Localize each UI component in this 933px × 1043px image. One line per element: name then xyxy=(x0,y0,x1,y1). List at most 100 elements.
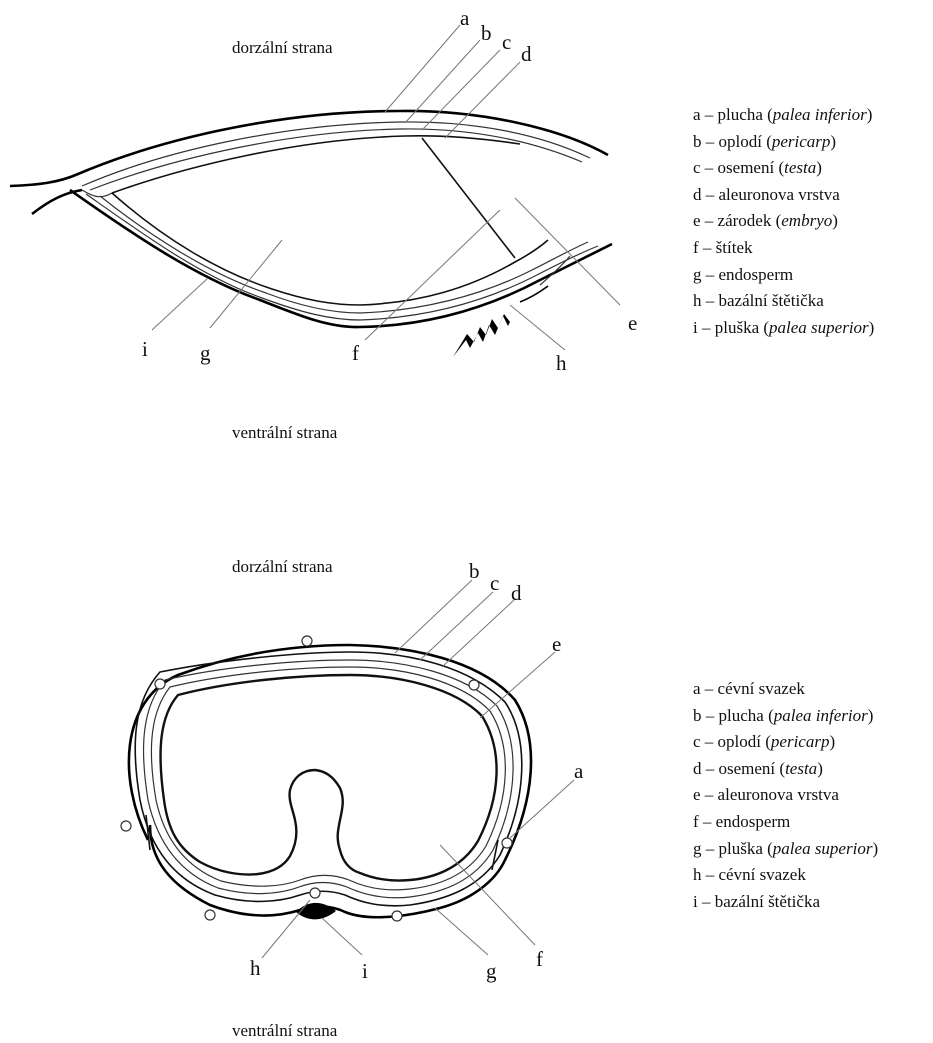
legend-item: i – bazální štětička xyxy=(693,889,878,916)
vascular-bundle-icon xyxy=(121,821,131,831)
legend-letter: g xyxy=(693,265,702,284)
bottom-ventral-label: ventrální strana xyxy=(232,1021,338,1040)
longitudinal-section xyxy=(10,111,612,357)
legend-close-paren: ) xyxy=(867,105,873,124)
legend-letter: d xyxy=(693,185,702,204)
bottom-label-e: e xyxy=(552,632,561,656)
legend-item: e – aleuronova vrstva xyxy=(693,782,878,809)
legend-separator: – xyxy=(698,318,715,337)
vascular-bundle-icon xyxy=(502,838,512,848)
legend-separator: – xyxy=(702,706,719,725)
vascular-bundle-icon xyxy=(155,679,165,689)
legend-item: b – oplodí (pericarp) xyxy=(693,129,874,156)
legend-latin-name: pericarp xyxy=(772,132,831,151)
legend-latin-name: embryo xyxy=(781,211,832,230)
legend-text: plucha ( xyxy=(719,706,774,725)
bottom-dorsal-label: dorzální strana xyxy=(232,557,333,576)
top-legend: a – plucha (palea inferior)b – oplodí (p… xyxy=(693,102,874,341)
legend-letter: c xyxy=(693,732,701,751)
legend-latin-name: pericarp xyxy=(771,732,830,751)
bottom-endosperm xyxy=(161,675,497,881)
top-basal-bristles xyxy=(453,286,548,357)
legend-close-paren: ) xyxy=(832,211,838,230)
legend-close-paren: ) xyxy=(816,158,822,177)
bottom-label-f: f xyxy=(536,947,543,971)
legend-letter: e xyxy=(693,785,701,804)
legend-text: endosperm xyxy=(719,265,794,284)
legend-separator: – xyxy=(698,892,715,911)
legend-close-paren: ) xyxy=(829,732,835,751)
legend-letter: c xyxy=(693,158,701,177)
legend-letter: a xyxy=(693,105,701,124)
bottom-label-i: i xyxy=(362,959,368,983)
vascular-bundle-icon xyxy=(302,636,312,646)
legend-text: pluška ( xyxy=(719,839,773,858)
legend-separator: – xyxy=(701,785,718,804)
legend-item: b – plucha (palea inferior) xyxy=(693,703,878,730)
top-palea-superior-outer xyxy=(70,190,612,327)
bottom-label-d: d xyxy=(511,581,522,605)
legend-separator: – xyxy=(702,291,719,310)
legend-text: aleuronova vrstva xyxy=(718,785,839,804)
legend-separator: – xyxy=(699,812,716,831)
legend-item: f – štítek xyxy=(693,235,874,262)
legend-close-paren: ) xyxy=(872,839,878,858)
legend-text: endosperm xyxy=(716,812,791,831)
legend-separator: – xyxy=(701,211,718,230)
legend-separator: – xyxy=(702,839,719,858)
legend-item: d – aleuronova vrstva xyxy=(693,182,874,209)
top-label-b: b xyxy=(481,21,492,45)
cross-section xyxy=(121,636,531,921)
legend-text: oplodí ( xyxy=(718,732,771,751)
legend-text: bazální štětička xyxy=(719,291,824,310)
legend-close-paren: ) xyxy=(830,132,836,151)
legend-item: c – oplodí (pericarp) xyxy=(693,729,878,756)
legend-latin-name: palea superior xyxy=(773,839,873,858)
top-label-e: e xyxy=(628,311,637,335)
top-label-g: g xyxy=(200,341,211,365)
legend-text: aleuronova vrstva xyxy=(719,185,840,204)
bottom-label-g: g xyxy=(486,959,497,983)
legend-text: osemení ( xyxy=(719,759,786,778)
legend-text: zárodek ( xyxy=(718,211,782,230)
legend-separator: – xyxy=(702,185,719,204)
vascular-bundle-icon xyxy=(392,911,402,921)
legend-latin-name: testa xyxy=(784,158,816,177)
legend-item: a – cévní svazek xyxy=(693,676,878,703)
top-label-h: h xyxy=(556,351,567,375)
top-leader-lines xyxy=(152,25,620,350)
legend-latin-name: testa xyxy=(785,759,817,778)
legend-separator: – xyxy=(702,759,719,778)
legend-text: cévní svazek xyxy=(718,679,805,698)
top-palea-inferior-outer xyxy=(10,111,608,186)
vascular-bundle-icon xyxy=(469,680,479,690)
bottom-label-b: b xyxy=(469,559,480,583)
legend-latin-name: palea inferior xyxy=(774,706,868,725)
top-label-a: a xyxy=(460,6,470,30)
legend-letter: b xyxy=(693,706,702,725)
legend-separator: – xyxy=(701,158,718,177)
legend-item: a – plucha (palea inferior) xyxy=(693,102,874,129)
top-dorsal-label: dorzální strana xyxy=(232,38,333,57)
legend-text: štítek xyxy=(716,238,753,257)
legend-item: g – endosperm xyxy=(693,262,874,289)
legend-letter: e xyxy=(693,211,701,230)
legend-separator: – xyxy=(699,238,716,257)
legend-latin-name: palea inferior xyxy=(773,105,867,124)
legend-letter: h xyxy=(693,865,702,884)
legend-separator: – xyxy=(701,105,718,124)
legend-item: h – bazální štětička xyxy=(693,288,874,315)
legend-letter: g xyxy=(693,839,702,858)
vascular-bundle-icon xyxy=(205,910,215,920)
top-label-d: d xyxy=(521,42,532,66)
legend-item: c – osemení (testa) xyxy=(693,155,874,182)
legend-latin-name: palea superior xyxy=(769,318,869,337)
legend-text: cévní svazek xyxy=(719,865,806,884)
legend-separator: – xyxy=(702,132,719,151)
bottom-basal-bristle xyxy=(296,903,336,920)
legend-letter: a xyxy=(693,679,701,698)
legend-letter: h xyxy=(693,291,702,310)
top-label-f: f xyxy=(352,341,359,365)
top-ventral-label: ventrální strana xyxy=(232,423,338,442)
legend-close-paren: ) xyxy=(817,759,823,778)
